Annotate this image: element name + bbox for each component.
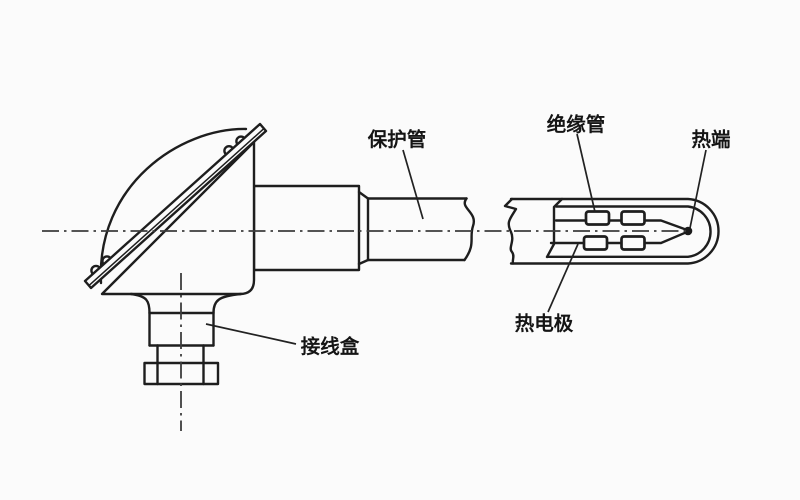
leader-junction-box <box>205 323 297 345</box>
head-cover <box>83 122 268 290</box>
leader-insulation-tube <box>576 133 596 213</box>
label-hot-end: 热端 <box>691 128 731 151</box>
leader-protection-tube <box>402 149 424 220</box>
label-protection-tube: 保护管 <box>367 128 427 151</box>
leader-thermo-electrode <box>547 243 579 313</box>
tube-break-left <box>463 197 476 262</box>
head-body <box>100 140 256 296</box>
junction-box-stem <box>129 292 243 386</box>
sensing-tip <box>503 197 720 265</box>
terminal-head <box>83 122 268 296</box>
label-insulation-tube: 绝缘管 <box>547 113 606 136</box>
tip-outer-wall <box>509 197 720 265</box>
hot-junction-dot <box>683 226 693 236</box>
label-junction-box: 接线盒 <box>301 335 360 358</box>
thermocouple-wire-lower <box>549 231 688 245</box>
insulator-bead <box>620 210 646 226</box>
insulator-bead <box>584 210 611 226</box>
head-dome <box>99 127 248 285</box>
leader-hot-end <box>689 149 707 229</box>
label-thermo-electrode: 热电极 <box>515 312 574 335</box>
insulator-bead <box>582 235 609 251</box>
protection-tube <box>357 190 476 266</box>
tube-break-right <box>503 197 518 265</box>
head-cover-seam <box>88 127 265 286</box>
tip-cut-edge <box>545 197 564 259</box>
tube-root-cylinder <box>252 184 361 272</box>
insulator-bead <box>620 235 646 251</box>
